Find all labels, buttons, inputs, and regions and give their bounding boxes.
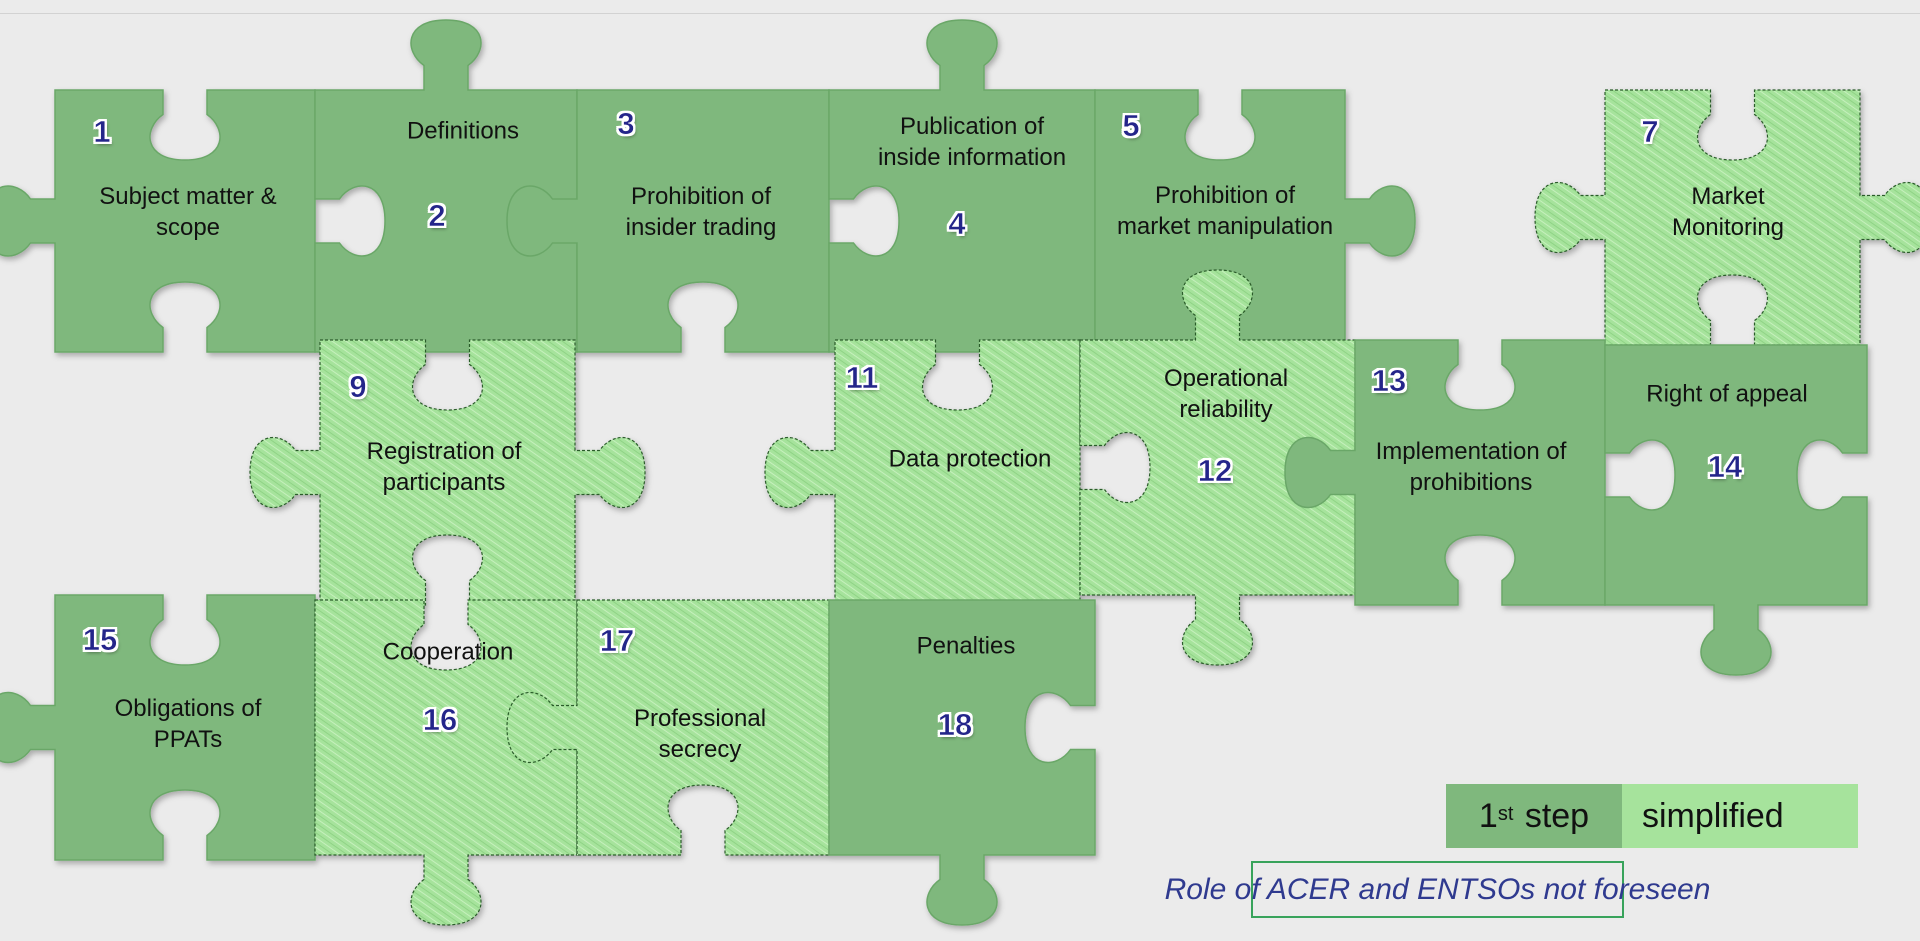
piece-label-14: Right of appeal xyxy=(1646,380,1808,408)
legend-first-step-number: 1 xyxy=(1478,796,1498,835)
piece-label-9: Registration of participants xyxy=(366,438,522,496)
puzzle-piece-18 xyxy=(828,599,1096,926)
puzzle-piece-3 xyxy=(506,89,830,353)
piece-label-5: Prohibition of market manipulation xyxy=(1116,182,1334,240)
piece-label-18: Penalties xyxy=(916,632,1016,660)
piece-number-18: 18 xyxy=(937,707,973,743)
piece-label-3: Prohibition of insider trading xyxy=(625,183,777,241)
piece-number-9: 9 xyxy=(349,369,367,405)
piece-number-2: 2 xyxy=(428,198,446,234)
piece-number-11: 11 xyxy=(845,360,879,396)
piece-number-16: 16 xyxy=(422,702,458,738)
legend-first-step-ordinal: st xyxy=(1497,802,1514,825)
piece-label-15: Obligations of PPATs xyxy=(114,695,262,753)
legend-first-step-word: step xyxy=(1515,796,1590,835)
puzzle-piece-14 xyxy=(1604,344,1868,676)
piece-number-12: 12 xyxy=(1197,453,1233,489)
puzzle-piece-15 xyxy=(0,594,316,861)
piece-number-4: 4 xyxy=(948,206,966,242)
piece-label-2: Definitions xyxy=(406,117,520,145)
piece-number-7: 7 xyxy=(1641,114,1659,150)
piece-number-13: 13 xyxy=(1371,363,1407,399)
piece-number-1: 1 xyxy=(93,114,111,150)
legend-simplified: simplified xyxy=(1622,784,1858,848)
piece-label-11: Data protection xyxy=(888,445,1052,473)
puzzle-piece-9 xyxy=(249,339,646,606)
top-divider xyxy=(0,13,1920,14)
puzzle-piece-5 xyxy=(1094,89,1416,353)
puzzle-piece-1 xyxy=(0,89,316,353)
piece-label-4: Publication of inside information xyxy=(877,113,1067,171)
puzzle-piece-12 xyxy=(1079,269,1356,666)
piece-label-7: Market Monitoring xyxy=(1671,183,1785,241)
puzzle-piece-7 xyxy=(1534,89,1920,346)
note-box: Role of ACER and ENTSOs not foreseen xyxy=(1165,861,1710,918)
piece-number-15: 15 xyxy=(82,622,118,658)
puzzle-piece-13 xyxy=(1284,339,1606,606)
piece-label-17: Professional secrecy xyxy=(633,705,767,763)
piece-label-16: Cooperation xyxy=(382,638,514,666)
puzzle-piece-16 xyxy=(314,599,648,926)
piece-label-1: Subject matter & scope xyxy=(99,183,277,241)
piece-number-17: 17 xyxy=(599,623,635,659)
puzzle-piece-2 xyxy=(314,19,578,353)
piece-label-12: Operational reliability xyxy=(1163,365,1289,423)
puzzle-piece-4 xyxy=(828,19,1096,353)
piece-number-5: 5 xyxy=(1122,108,1140,144)
piece-number-14: 14 xyxy=(1707,449,1743,485)
piece-number-3: 3 xyxy=(617,106,635,142)
piece-label-13: Implementation of prohibitions xyxy=(1375,438,1567,496)
